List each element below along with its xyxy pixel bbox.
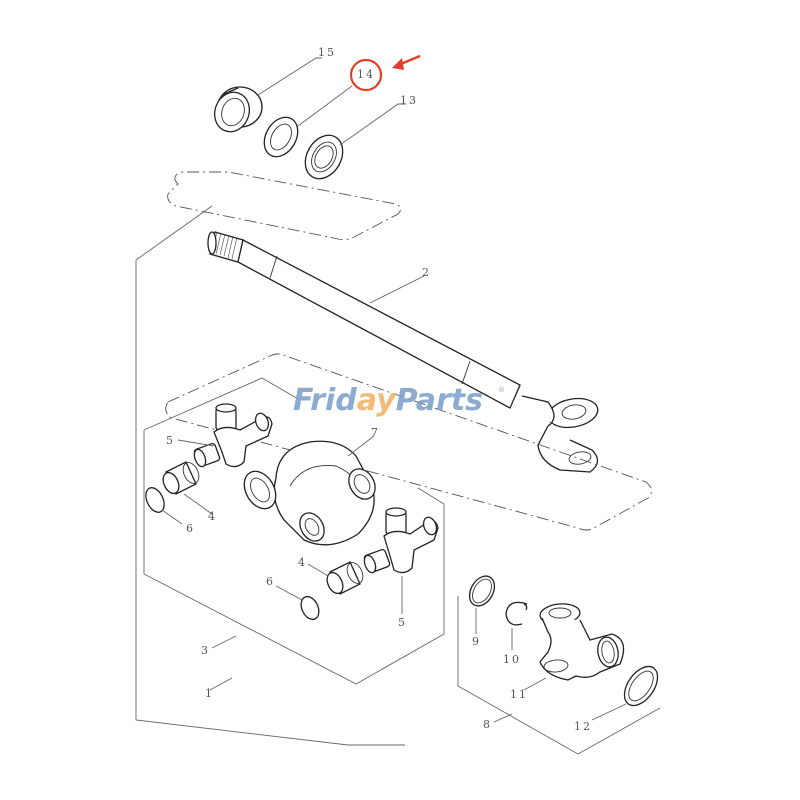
registered-mark: ®: [498, 386, 505, 394]
watermark-text-mid: ay: [357, 383, 397, 418]
snap-ring-6b[interactable]: [298, 594, 323, 623]
callout-15: 15: [318, 46, 336, 59]
callout-5a: 5: [166, 434, 175, 447]
assembly-1-bracket: [135, 205, 405, 746]
assembly-3-bracket: [143, 377, 301, 431]
stub-yoke-11[interactable]: [539, 602, 625, 681]
seal-12[interactable]: [618, 661, 665, 712]
callout-4b: 4: [298, 556, 307, 569]
highlight-arrow-icon: [392, 54, 421, 70]
watermark-logo: FridayParts ®: [293, 383, 505, 418]
callout-6a: 6: [186, 522, 195, 535]
callout-8: 8: [483, 718, 492, 731]
callout-13: 13: [400, 94, 418, 107]
ujoint-cross-5b[interactable]: [362, 507, 439, 574]
watermark-text-left: Frid: [293, 383, 357, 418]
ujoint-cross-5a[interactable]: [192, 403, 273, 468]
dashed-frame-joint: [165, 353, 652, 531]
bearing-15[interactable]: [209, 86, 263, 137]
circlip-10[interactable]: [505, 601, 528, 626]
seal-14[interactable]: [258, 111, 305, 162]
callout-7: 7: [371, 426, 380, 439]
assembly-8-bracket: [457, 596, 661, 755]
axle-shaft-2[interactable]: [207, 231, 600, 473]
bearing-cup-4a[interactable]: [160, 460, 202, 496]
callout-10: 10: [503, 653, 521, 666]
center-coupling-yoke-7[interactable]: [238, 440, 381, 546]
svg-text:FridayParts: FridayParts: [293, 383, 483, 418]
callout-12: 12: [574, 720, 592, 733]
watermark-text-right: Parts: [396, 383, 483, 418]
ring-9[interactable]: [464, 572, 499, 611]
callout-9: 9: [472, 635, 481, 648]
seal-13[interactable]: [298, 129, 350, 186]
callout-11: 11: [510, 688, 528, 701]
callout-2: 2: [422, 266, 431, 279]
callout-14: 14: [357, 68, 375, 81]
callout-5b: 5: [398, 616, 407, 629]
snap-ring-6a[interactable]: [142, 485, 167, 515]
callout-1: 1: [205, 687, 214, 700]
bearing-cup-4b[interactable]: [324, 560, 366, 596]
callout-4a: 4: [208, 510, 217, 523]
bearing-seal-group: 15 14 13: [167, 46, 421, 241]
callout-6b: 6: [266, 575, 275, 588]
highlight-circle: [349, 58, 383, 92]
callout-3: 3: [201, 644, 210, 657]
